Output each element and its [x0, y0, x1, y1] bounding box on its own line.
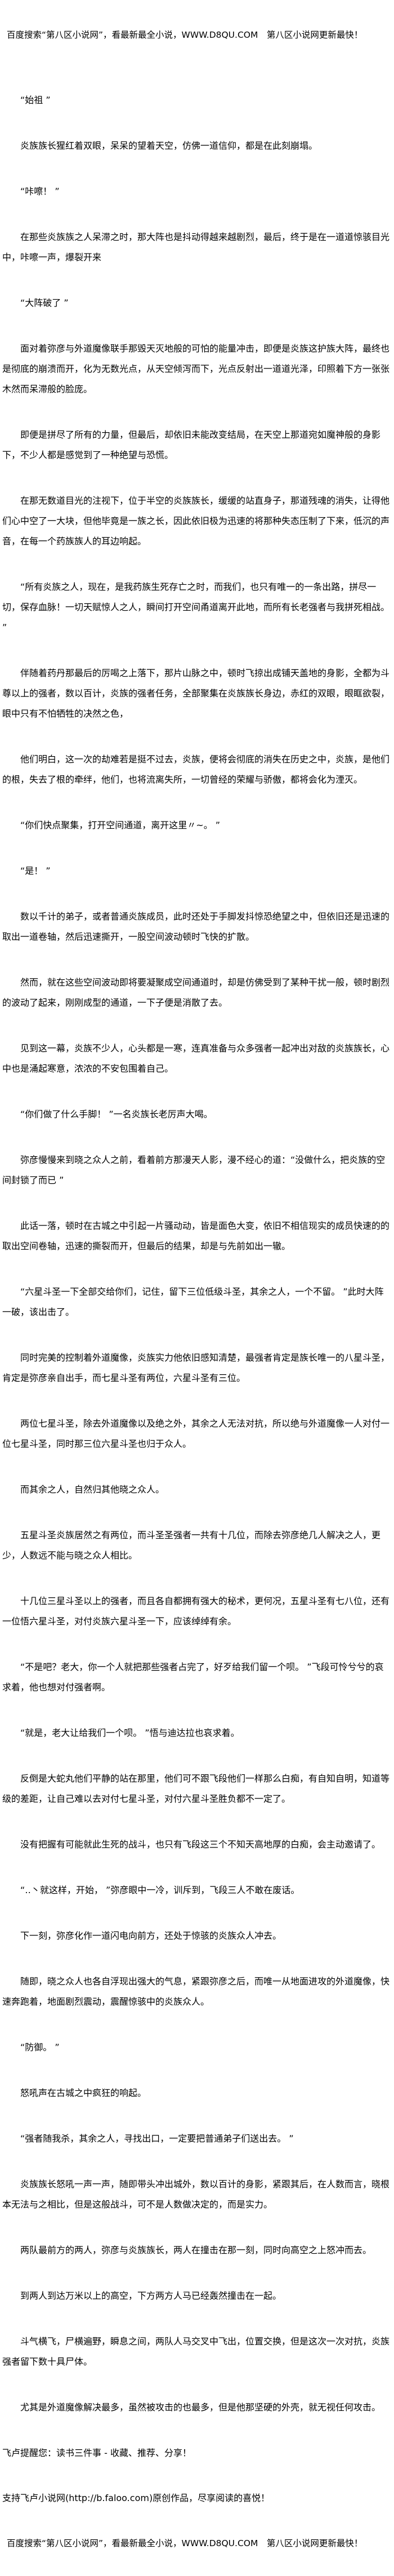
story-paragraph: “防御。 ” [20, 2042, 60, 2053]
story-paragraph: “大阵破了 ” [20, 297, 69, 308]
story-paragraph: 他们明白，这一次的劫难若是挺不过去，炎族，便将会彻底的消失在历史之中，炎族，是他… [2, 754, 390, 785]
story-paragraph: 十几位三星斗圣以上的强者，而且各自都拥有强大的秘术，更何况，五星斗圣有七八位，还… [2, 1596, 390, 1627]
story-paragraph: 即便是拼尽了所有的力量，但最后，却依旧未能改变结局，在天空上那道宛如魔神般的身影… [2, 429, 381, 460]
story-paragraph: “‥丶就这样，开始， ”弥彦眼中一冷，训斥到，飞段三人不敢在废话。 [20, 1885, 300, 1895]
story-paragraph: 随即，晓之众人也各自浮现出强大的气息，紧跟弥彦之后，而唯一从地面进攻的外道魔像，… [2, 1976, 390, 2007]
story-paragraph: 数以千计的弟子，或者普通炎族成员，此时还处于手脚发抖惊恐绝望之中，但依旧还是迅速… [2, 911, 390, 942]
story-paragraph: 两队最前方的两人，弥彦与炎族族长，两人在撞击在那一刻，同时向高空之上怒冲而去。 [20, 2245, 372, 2255]
story-paragraph: “始祖 ” [20, 95, 51, 105]
story-paragraph: 在那无数道目光的注视下，位于半空的炎族族长，缓缓的站直身子，那道残魂的消失，让得… [2, 495, 390, 547]
story-paragraph: 五星斗圣炎族居然之有两位，而斗圣圣强者一共有十几位，而除去弥彦绝几人解决之人，更… [2, 1530, 381, 1561]
story-paragraph: “六星斗圣一下全部交给你们，记住，留下三位低级斗圣，其余之人，一个不留。 ”此时… [2, 1286, 384, 1317]
story-paragraph: “就是，老大让给我们一个呗。 ”悟与迪达拉也哀求着。 [20, 1727, 240, 1738]
site-banner-bottom: 百度搜索“第八区小说网”，看最新最全小说，WWW.D8QU.COM 第八区小说网… [7, 2538, 363, 2548]
story-paragraph: 面对着弥彦与外道魔像联手那毁天灭地般的可怕的能量冲击，即便是炎族这护族大阵，最终… [2, 343, 390, 394]
story-paragraph: 在那些炎族族之人呆滞之时，那大阵也是抖动得越来越剧烈，最后，终于是在一道道惊骇目… [2, 232, 390, 263]
story-paragraph: “所有炎族之人，现在，是我药族生死存亡之时，而我们，也只有唯一的一条出路，拼尽一… [2, 581, 390, 633]
story-paragraph: 然而，就在这些空间波动即将要凝聚成空间通道时，却是仿佛受到了某种干扰一般，顿时剧… [2, 977, 390, 1008]
story-paragraph: “你们做了什么手脚！ ”一名炎族长老厉声大喝。 [20, 1109, 213, 1120]
story-paragraph: 见到这一幕，炎族不少人，心头都是一寒，连真准备与众多强者一起冲出对敌的炎族族长，… [2, 1043, 390, 1074]
story-paragraph: 伴随着药丹那最后的厉喝之上落下，那片山脉之中，顿时飞掠出成铺天盖地的身影，全都为… [2, 668, 390, 719]
story-paragraph: 斗气横飞，尸横遍野，瞬息之间，两队人马交叉中飞出，位置交换，但是这次一次对抗，炎… [2, 2336, 390, 2367]
faloo-support-link[interactable]: 支持飞卢小说网(http://b.faloo.com)原创作品，尽享阅读的喜悦！ [2, 2493, 270, 2503]
chapter-content: “始祖 ” 炎族族长猩红着双眼，呆呆的望着天空，仿佛一道信仰，都是在此刻崩塌。 “咔… [2, 90, 391, 2418]
story-paragraph: “是！ ” [20, 865, 51, 876]
story-paragraph: “不是吧？老大，你一个人就把那些强者占完了，好歹给我们留一个呗。 ”飞段可怜兮兮… [2, 1662, 384, 1693]
story-paragraph: 弥彦慢慢来到晓之众人之前，看着前方那漫天人影，漫不经心的道：“没做什么，把炎族的… [2, 1154, 386, 1185]
site-banner-top: 百度搜索“第八区小说网”，看最新最全小说，WWW.D8QU.COM 第八区小说网… [7, 30, 363, 40]
story-paragraph: 此话一落，顿时在古城之中引起一片骚动动，皆是面色大变，依旧不相信现实的成员快速的… [2, 1220, 390, 1251]
story-paragraph: 而其余之人，自然归其他晓之众人。 [20, 1484, 165, 1495]
story-paragraph: 反倒是大蛇丸他们平静的站在那里，他们可不跟飞段他们一样那么白痴，有自知自明，知道… [2, 1773, 390, 1804]
story-paragraph: “咔嚓！ ” [20, 186, 60, 197]
story-paragraph: 怒吼声在古城之中疯狂的响起。 [20, 2088, 147, 2098]
story-paragraph: 没有把握有可能就此生死的战斗，也只有飞段这三个不知天高地厚的白痴，会主动邀请了。 [20, 1839, 381, 1850]
story-paragraph: “强者随我杀，其余之人，寻找出口，一定要把普通弟子们送出去。 ” [20, 2133, 294, 2144]
story-paragraph: 炎族族长猩红着双眼，呆呆的望着天空，仿佛一道信仰，都是在此刻崩塌。 [20, 140, 318, 151]
story-paragraph: 下一刻，弥彦化作一道闪电向前方，还处于惊骇的炎族众人冲去。 [20, 1930, 282, 1941]
story-paragraph: 到两人到达万米以上的高空，下方两方人马已经轰然撞击在一起。 [20, 2290, 282, 2301]
story-paragraph: “你们快点聚集，打开空间通道，离开这里〃~。 ” [20, 820, 221, 830]
faloo-reminder: 飞卢提醒您：读书三件事 - 收藏、推荐、分享！ [2, 2448, 191, 2458]
story-paragraph: 同时完美的控制着外道魔像，炎族实力他依旧感知清楚，最强者肯定是族长唯一的八星斗圣… [2, 1352, 390, 1383]
story-paragraph: 尤其是外道魔像解决最多，虽然被攻击的也最多，但是他那坚硬的外壳，就无视任何攻击。 [20, 2402, 381, 2413]
story-paragraph: 两位七星斗圣，除去外道魔像以及绝之外，其余之人无法对抗，所以绝与外道魔像一人对付… [2, 1418, 390, 1449]
story-paragraph: 炎族族长怒吼一声一声，随即带头冲出城外，数以百计的身影，紧跟其后，在人数而言，晓… [2, 2179, 390, 2210]
